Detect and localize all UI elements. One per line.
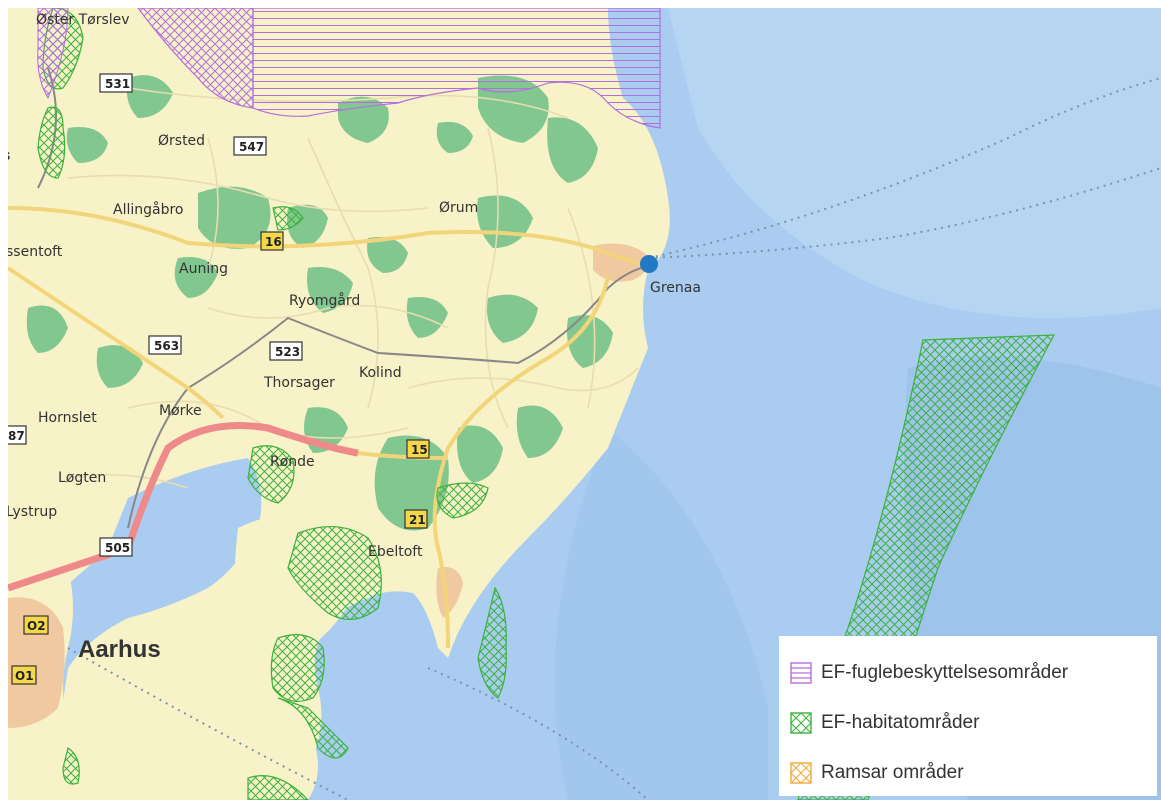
- legend-label-habitat: EF-habitatområder: [821, 712, 980, 733]
- svg-text:21: 21: [409, 513, 426, 527]
- svg-text:523: 523: [275, 345, 300, 359]
- svg-text:O1: O1: [15, 669, 34, 683]
- place-thorsager: Thorsager: [263, 375, 335, 391]
- place-hornslet: Hornslet: [38, 410, 97, 426]
- legend-label-bird-protection: EF-fuglebeskyttelsesområder: [821, 662, 1069, 683]
- svg-text:531: 531: [105, 77, 130, 91]
- ferry-route-anholt: [648, 77, 1161, 259]
- map-canvas[interactable]: 531 547 16 563 523 15 21 505 87 O2 O1 Øs…: [8, 8, 1161, 800]
- svg-text:15: 15: [411, 443, 428, 457]
- place-orsted: Ørsted: [158, 133, 205, 149]
- railway-grenaa: [127, 265, 650, 529]
- place-allingabro: Allingåbro: [113, 201, 184, 218]
- place-auning: Auning: [179, 261, 228, 277]
- legend-item-bird-protection[interactable]: EF-fuglebeskyttelsesområder: [790, 648, 1147, 698]
- bay-kalo: [8, 458, 262, 800]
- svg-text:O2: O2: [27, 619, 46, 633]
- location-marker-grenaa[interactable]: [640, 255, 658, 273]
- motorway-e45: [8, 422, 359, 592]
- map-svg: 531 547 16 563 523 15 21 505 87 O2 O1 Øs…: [8, 8, 1161, 800]
- road-shield-87: 87: [8, 425, 27, 445]
- place-grenaa[interactable]: Grenaa: [650, 280, 701, 296]
- svg-text:16: 16: [265, 235, 282, 249]
- road-shield-547: 547: [233, 136, 267, 156]
- road-shield-o1: O1: [11, 665, 37, 685]
- lines-icon: [790, 662, 812, 684]
- place-oster-torslev: Øster Tørslev: [36, 12, 130, 28]
- road-shield-21: 21: [404, 509, 428, 529]
- legend-item-habitat[interactable]: EF-habitatområder: [790, 698, 1147, 748]
- place-kolind: Kolind: [359, 365, 402, 381]
- shallow-water-ne: [668, 8, 1161, 318]
- road-shield-15: 15: [406, 439, 430, 459]
- ferry-route-varberg: [648, 167, 1161, 259]
- road-shield-531: 531: [99, 73, 133, 93]
- crosshatch-icon: [790, 762, 812, 784]
- place-ssentoft: ssentoft: [8, 244, 63, 260]
- place-orum: Ørum: [439, 200, 478, 216]
- road-shield-505: 505: [99, 537, 133, 557]
- bird-area-west: [37, 8, 69, 100]
- svg-text:87: 87: [8, 429, 25, 443]
- svg-text:505: 505: [105, 541, 130, 555]
- svg-text:563: 563: [154, 339, 179, 353]
- place-ronde: Rønde: [270, 454, 315, 470]
- bird-area-lines: [252, 8, 661, 129]
- bird-area-crosshatch: [137, 8, 254, 109]
- place-lystrup: Lystrup: [8, 504, 57, 520]
- svg-text:547: 547: [239, 140, 264, 154]
- place-ebeltoft: Ebeltoft: [368, 544, 423, 560]
- place-morke: Mørke: [159, 403, 202, 419]
- map-legend: EF-fuglebeskyttelsesområder EF-habitatom…: [779, 636, 1157, 796]
- road-shield-o2: O2: [23, 615, 49, 635]
- place-aarhus: Aarhus: [78, 636, 161, 663]
- place-edge-s: s: [8, 148, 10, 164]
- urban-aarhus: [8, 597, 65, 728]
- crosshatch-icon: [790, 712, 812, 734]
- place-logten: Løgten: [58, 470, 106, 486]
- road-shield-523: 523: [269, 341, 303, 361]
- main-roads: [8, 206, 650, 649]
- place-ryomgard: Ryomgård: [289, 292, 360, 309]
- road-shield-563: 563: [148, 335, 182, 355]
- road-shield-16: 16: [260, 231, 284, 251]
- ferry-route-ebeltoft: [427, 667, 649, 800]
- legend-item-ramsar[interactable]: Ramsar områder: [790, 748, 1147, 798]
- legend-label-ramsar: Ramsar områder: [821, 762, 964, 783]
- deep-water-s: [554, 428, 768, 800]
